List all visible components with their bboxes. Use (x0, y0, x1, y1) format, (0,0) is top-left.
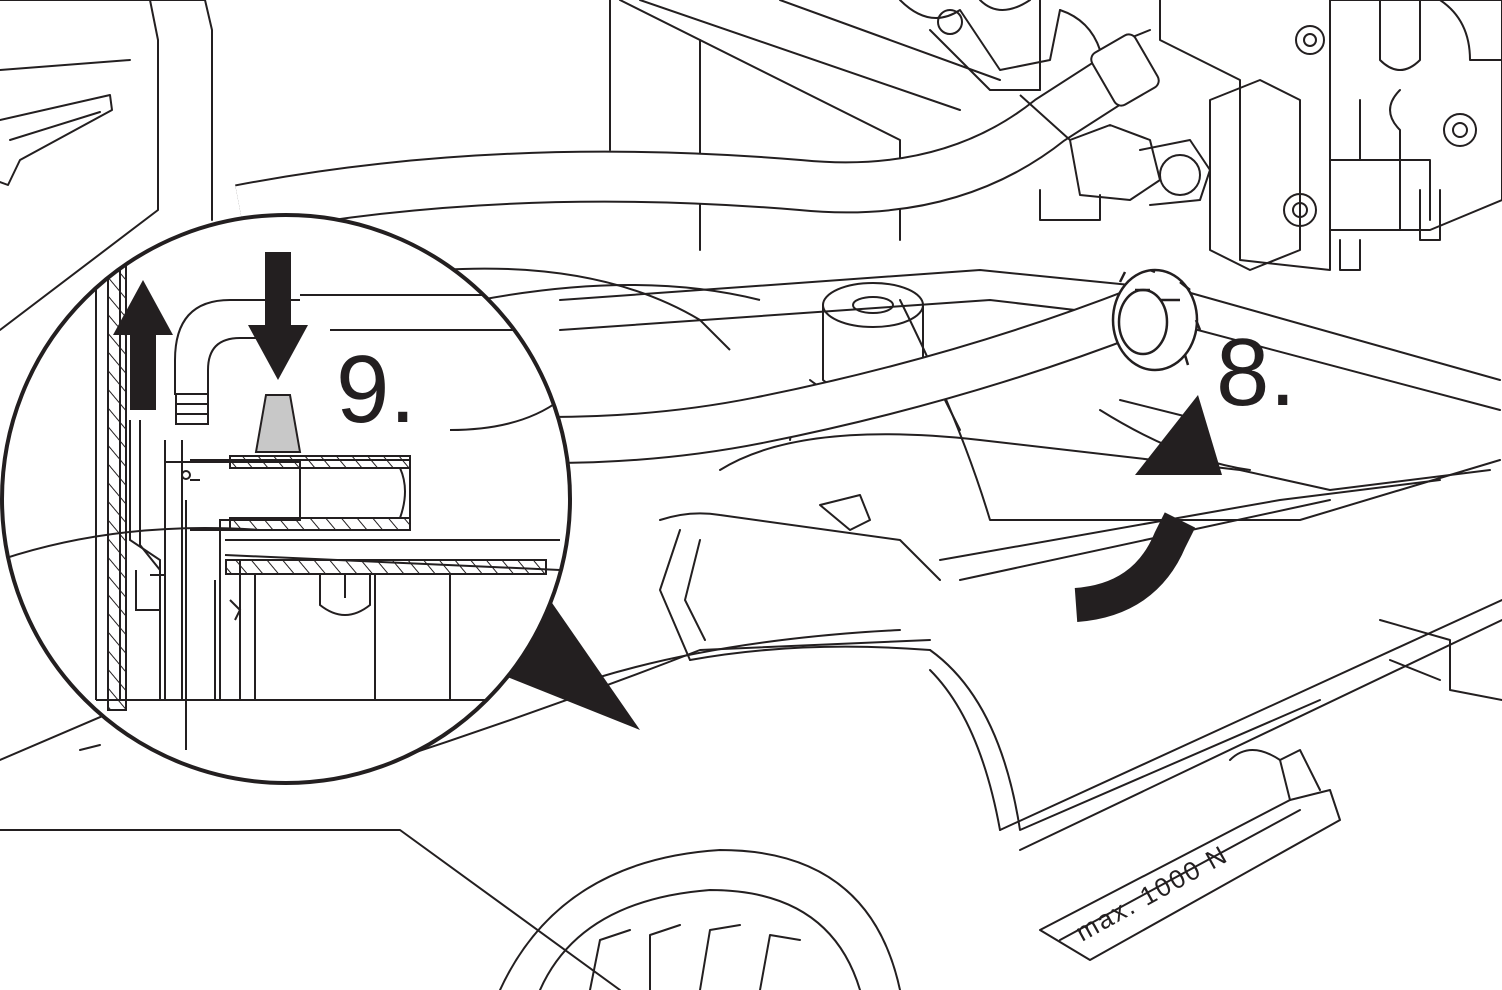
hose-upper (235, 33, 1160, 236)
locking-pin (254, 394, 302, 453)
detail-magnifier (0, 213, 572, 785)
curved-arrow-icon (1074, 395, 1222, 622)
hose-connector-nut (1111, 268, 1202, 372)
step-8-label: 8. (1216, 319, 1296, 426)
arrow-down-icon (248, 252, 308, 380)
arrow-up-icon (113, 280, 173, 410)
step-9-label: 9. (336, 336, 416, 443)
